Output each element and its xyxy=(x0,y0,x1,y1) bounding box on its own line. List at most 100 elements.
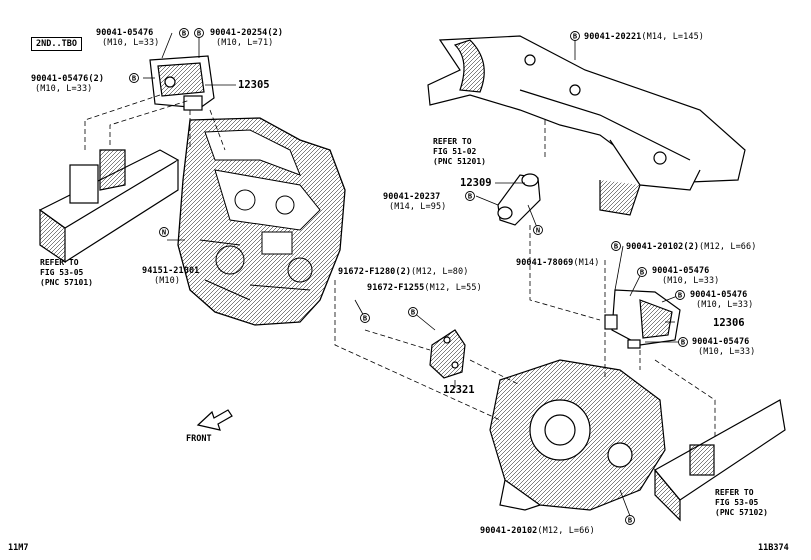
assembly-label-12306[interactable]: 12306 xyxy=(713,317,745,329)
callout-n-1-text: N xyxy=(536,227,540,235)
engine-mount-12305-illustration xyxy=(149,55,215,111)
part-spec: (M10, L=33) xyxy=(698,347,756,357)
part-number: 90041-05476 xyxy=(690,290,748,300)
reference-line: REFER TO xyxy=(433,137,472,146)
part-number: 90041-05476(2) xyxy=(31,74,105,84)
part-label-p11[interactable]: 90041-05476 (M10, L=33) xyxy=(652,266,719,286)
callout-b-6: B xyxy=(360,313,370,323)
part-label-p13[interactable]: 90041-05476 (M10, L=33) xyxy=(692,337,755,357)
callout-b-8-text: B xyxy=(614,243,618,251)
reference-line: (PNC 57102) xyxy=(715,508,768,517)
callout-n-2: N xyxy=(159,227,169,237)
part-label-p8[interactable]: 91672-F1280(2)(M12, L=80) xyxy=(338,267,468,277)
callout-b-9: B xyxy=(637,267,647,277)
part-label-p10[interactable]: 90041-20102(2)(M12, L=66) xyxy=(626,242,756,252)
part-spec: (M10, L=71) xyxy=(216,38,274,48)
part-label-p6[interactable]: 90041-78069(M14) xyxy=(516,258,600,268)
part-label-p1[interactable]: 90041-05476 (M10, L=33) xyxy=(96,28,159,48)
reference-r2[interactable]: REFER TO FIG 53-05 (PNC 57101) xyxy=(40,258,93,288)
part-label-p2[interactable]: 90041-20254(2) (M10, L=71) xyxy=(210,28,283,48)
callout-b-4: B xyxy=(570,31,580,41)
part-number: 90041-05476 xyxy=(652,266,710,276)
callout-b-6-text: B xyxy=(363,315,367,323)
part-label-p7[interactable]: 94151-21001 (M10) xyxy=(142,266,199,286)
corner-code-left: 11M7 xyxy=(8,543,29,553)
assembly-label-12321[interactable]: 12321 xyxy=(443,384,475,396)
assembly-label-12305[interactable]: 12305 xyxy=(238,79,270,91)
reference-line: (PNC 57101) xyxy=(40,278,93,287)
part-number: 90041-20221 xyxy=(584,32,642,42)
part-spec: (M10, L=33) xyxy=(696,300,754,310)
callout-b-12: B xyxy=(625,515,635,525)
callout-b-5: B xyxy=(465,191,475,201)
callout-b-12-text: B xyxy=(628,517,632,525)
part-number: 90041-20237 xyxy=(383,192,441,202)
reference-line: REFER TO xyxy=(715,488,754,497)
part-number: 90041-05476 xyxy=(692,337,750,347)
part-label-p4[interactable]: 90041-20221(M14, L=145) xyxy=(584,32,704,42)
part-spec: (M14, L=95) xyxy=(389,202,447,212)
part-spec: (M10, L=33) xyxy=(35,84,93,94)
part-spec: (M10, L=33) xyxy=(662,276,720,286)
part-spec: (M10, L=33) xyxy=(102,38,160,48)
part-spec: (M12, L=66) xyxy=(537,526,595,536)
callout-b-10: B xyxy=(675,290,685,300)
callout-b-2: B xyxy=(194,28,204,38)
part-spec: (M12, L=66) xyxy=(699,242,757,252)
front-label: FRONT xyxy=(186,434,212,444)
reference-r1[interactable]: REFER TO FIG 51-02 (PNC 51201) xyxy=(433,137,486,167)
part-number: 90041-20102(2) xyxy=(626,242,700,252)
assembly-label-12309[interactable]: 12309 xyxy=(460,177,492,189)
right-frame-illustration xyxy=(654,399,786,522)
callout-b-2-text: B xyxy=(197,30,201,38)
part-number: 94151-21001 xyxy=(142,266,200,276)
part-spec: (M14, L=145) xyxy=(641,32,705,42)
engine-illustration xyxy=(177,117,346,326)
part-label-p9[interactable]: 91672-F1255(M12, L=55) xyxy=(367,283,482,293)
callout-n-1: N xyxy=(533,225,543,235)
callout-b-1: B xyxy=(179,28,189,38)
callout-b-5-text: B xyxy=(468,193,472,201)
reference-r3[interactable]: REFER TO FIG 53-05 (PNC 57102) xyxy=(715,488,768,518)
callout-b-7-text: B xyxy=(411,309,415,317)
callout-b-7: B xyxy=(408,307,418,317)
reference-line: FIG 53-05 xyxy=(40,268,84,277)
reference-line: FIG 53-05 xyxy=(715,498,759,507)
callout-b-11-text: B xyxy=(681,339,685,347)
bracket-12321-illustration xyxy=(429,329,466,379)
torque-rod-12309-illustration xyxy=(497,173,541,226)
part-number: 91672-F1280(2) xyxy=(338,267,412,277)
callout-b-9-text: B xyxy=(640,269,644,277)
callout-b-4-text: B xyxy=(573,33,577,41)
callout-b-1-text: B xyxy=(182,30,186,38)
reference-line: (PNC 51201) xyxy=(433,157,486,166)
part-spec: (M12, L=80) xyxy=(411,267,469,277)
left-frame-illustration xyxy=(38,149,180,264)
callout-b-10-text: B xyxy=(678,292,682,300)
reference-line: FIG 51-02 xyxy=(433,147,477,156)
transmission-illustration xyxy=(489,359,666,511)
part-number: 90041-20102 xyxy=(480,526,538,536)
part-spec: (M12, L=55) xyxy=(424,283,482,293)
part-spec: (M10) xyxy=(154,276,181,286)
part-label-p3[interactable]: 90041-05476(2) (M10, L=33) xyxy=(31,74,104,94)
callout-n-2-text: N xyxy=(162,229,166,237)
part-label-p14[interactable]: 90041-20102(M12, L=66) xyxy=(480,526,595,536)
part-number: 90041-20254(2) xyxy=(210,28,284,38)
reference-line: REFER TO xyxy=(40,258,79,267)
part-label-p5[interactable]: 90041-20237 (M14, L=95) xyxy=(383,192,446,212)
part-spec: (M14) xyxy=(573,258,600,268)
callout-b-8: B xyxy=(611,241,621,251)
callout-symbols: B B B B B N N B B B B B B B xyxy=(129,28,688,525)
part-number: 90041-05476 xyxy=(96,28,154,38)
part-number: 91672-F1255 xyxy=(367,283,425,293)
callout-b-11: B xyxy=(678,337,688,347)
front-arrow-icon xyxy=(196,409,233,431)
model-badge: 2ND..TBO xyxy=(31,37,82,51)
transmission-mount-12306-illustration xyxy=(604,289,681,349)
subframe-illustration xyxy=(427,35,746,216)
part-number: 90041-78069 xyxy=(516,258,574,268)
part-label-p12[interactable]: 90041-05476 (M10, L=33) xyxy=(690,290,753,310)
